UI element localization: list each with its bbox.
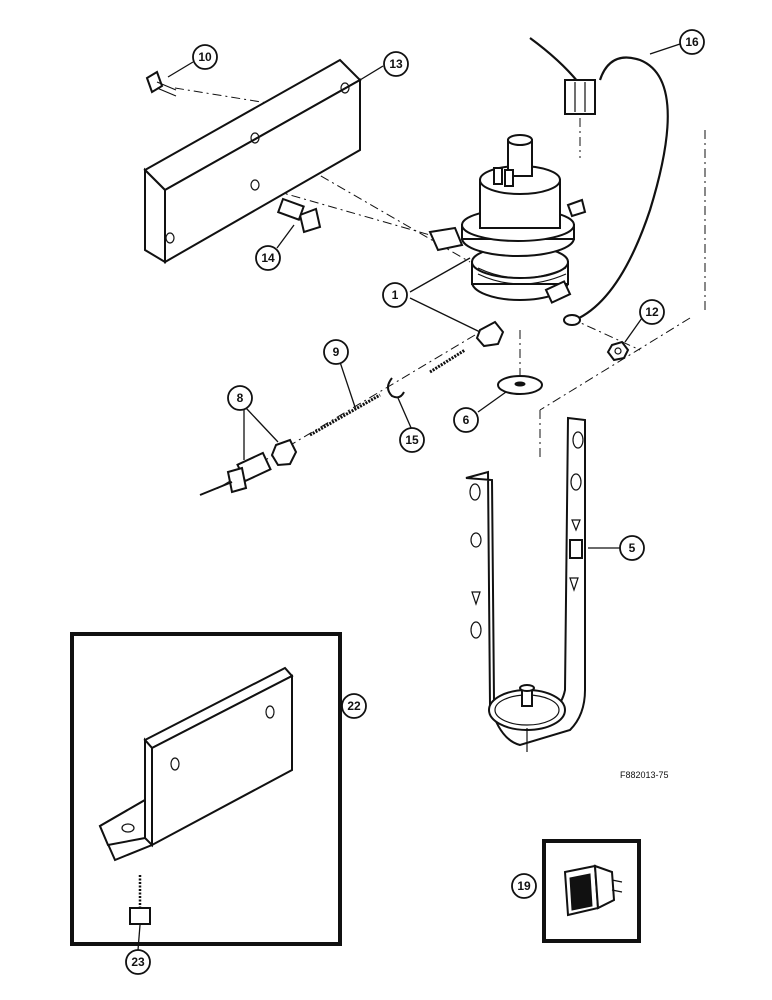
callout-9: 9 — [323, 339, 349, 365]
fitting-8 — [199, 438, 298, 496]
snap-ring-15 — [387, 377, 405, 399]
inset-rocker-switch — [542, 839, 641, 943]
svg-text:8: 8 — [237, 391, 244, 405]
callout-6: 6 — [453, 407, 479, 433]
svg-text:5: 5 — [629, 541, 636, 555]
nut-12 — [606, 340, 630, 362]
callout-5: 5 — [619, 535, 645, 561]
svg-text:6: 6 — [463, 413, 470, 427]
callout-23: 23 — [125, 949, 151, 975]
callout-14: 14 — [255, 245, 281, 271]
callout-10: 10 — [192, 44, 218, 70]
svg-text:15: 15 — [405, 433, 419, 447]
callout-15: 15 — [399, 427, 425, 453]
threaded-rod-9 — [309, 348, 466, 437]
svg-text:12: 12 — [645, 305, 659, 319]
svg-text:19: 19 — [517, 879, 531, 893]
svg-text:14: 14 — [261, 251, 275, 265]
u-bracket-5 — [465, 416, 586, 752]
svg-text:1: 1 — [392, 288, 399, 302]
mounting-plate — [143, 58, 362, 264]
figure-reference: F882013-75 — [620, 770, 669, 780]
svg-text:10: 10 — [198, 50, 212, 64]
bolt-10 — [145, 70, 177, 97]
callout-13: 13 — [383, 51, 409, 77]
nut-on-rod — [475, 320, 505, 348]
inset-l-bracket — [70, 632, 342, 946]
svg-text:13: 13 — [389, 57, 403, 71]
svg-text:22: 22 — [347, 699, 361, 713]
wire-harness — [529, 37, 669, 326]
leader-lines — [137, 43, 681, 951]
callout-8: 8 — [227, 385, 253, 411]
callout-1: 1 — [382, 282, 408, 308]
callout-22: 22 — [341, 693, 367, 719]
washer-6 — [497, 375, 543, 395]
callout-16: 16 — [679, 29, 705, 55]
svg-text:16: 16 — [685, 35, 699, 49]
svg-text:23: 23 — [131, 955, 145, 969]
callout-12: 12 — [639, 299, 665, 325]
bolt-14 — [276, 197, 322, 234]
callout-19: 19 — [511, 873, 537, 899]
bolt-23 — [129, 875, 151, 925]
svg-text:9: 9 — [333, 345, 340, 359]
motor-assembly — [428, 134, 587, 304]
